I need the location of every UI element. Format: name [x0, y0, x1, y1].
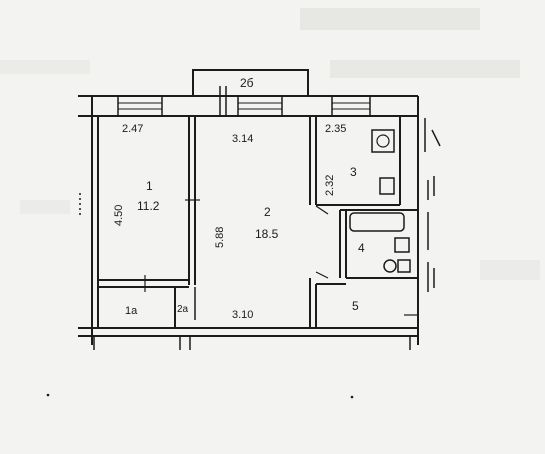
- room3-width: 2.35: [325, 123, 346, 135]
- balcony-label: 2б: [240, 76, 254, 90]
- windows: [117, 95, 371, 117]
- dot-mark: [46, 393, 50, 397]
- room2-length: 5.88: [214, 227, 226, 248]
- room1-area: 11.2: [137, 199, 160, 213]
- room1-width: 2.47: [122, 123, 143, 135]
- sink-icon: [379, 177, 395, 195]
- room2-width-top: 3.14: [232, 133, 253, 145]
- room1-number: 1: [146, 179, 153, 193]
- dot-mark: [350, 395, 354, 399]
- toilet-icon: [383, 259, 397, 273]
- balcony: [192, 69, 309, 116]
- room2a-number: 2a: [177, 304, 189, 315]
- stove-icon: [371, 129, 395, 153]
- bathtub-icon: [349, 212, 405, 232]
- room5-number: 5: [352, 299, 359, 313]
- fixtures: [349, 129, 411, 273]
- door-marks: [144, 199, 418, 316]
- background-bleed: [0, 8, 540, 280]
- room2-width-bottom: 3.10: [232, 309, 253, 321]
- room4-number: 4: [358, 241, 365, 255]
- room3-number: 3: [350, 165, 357, 179]
- room1a-number: 1a: [125, 305, 138, 317]
- room1-length: 4.50: [113, 205, 125, 226]
- room3-length: 2.32: [324, 175, 336, 196]
- room2-area: 18.5: [255, 227, 279, 241]
- room2-number: 2: [264, 205, 271, 219]
- exterior-marks: [79, 118, 441, 350]
- labels: 2б 2.47 1 11.2 4.50 3.14 2 18.5 5.88 3.1…: [113, 76, 365, 321]
- washbasin-icon: [394, 237, 410, 253]
